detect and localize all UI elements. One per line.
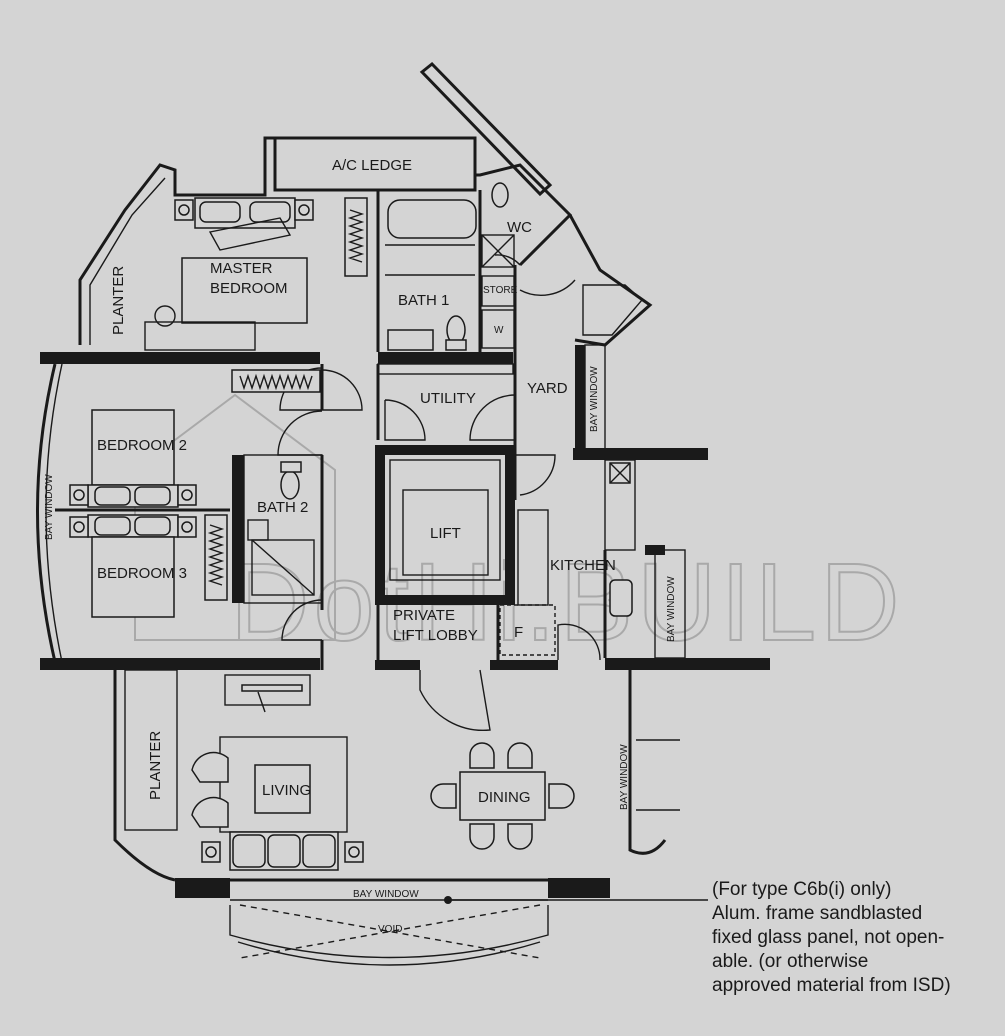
master-wardrobe <box>344 197 368 277</box>
tv-console <box>224 674 311 706</box>
label-bay-window-yard: BAY WINDOW <box>589 366 600 432</box>
kitchen-sink <box>609 579 633 617</box>
label-bath2: BATH 2 <box>257 499 308 516</box>
label-private-lift-lobby-1: PRIVATE <box>393 607 455 624</box>
bathtub <box>387 199 477 239</box>
label-planter-top: PLANTER <box>110 266 127 335</box>
label-store: STORE <box>483 285 518 296</box>
doors <box>277 254 601 732</box>
room-labels: A/C LEDGE WC MASTER BEDROOM BATH 1 STORE… <box>44 157 677 935</box>
corridor-wardrobe <box>231 369 321 393</box>
label-planter-bottom: PLANTER <box>147 731 164 800</box>
bedroom3-bed <box>69 514 197 618</box>
note-line-3: fixed glass panel, not open- <box>712 927 945 948</box>
label-bay-window-left: BAY WINDOW <box>44 474 55 540</box>
toilet-wc <box>491 182 509 208</box>
label-ac-ledge: A/C LEDGE <box>332 157 412 174</box>
outer-walls <box>36 61 770 966</box>
label-bedroom2: BEDROOM 2 <box>97 437 187 454</box>
label-private-lift-lobby-2: LIFT LOBBY <box>393 627 478 644</box>
label-bay-window-kitchen: BAY WINDOW <box>666 576 677 642</box>
label-bath1: BATH 1 <box>398 292 449 309</box>
bedroom3-wardrobe <box>204 514 228 601</box>
label-wc: WC <box>507 219 532 236</box>
furniture <box>69 182 633 871</box>
label-master-bedroom-1: MASTER <box>210 260 273 277</box>
glass-panel-note: (For type C6b(i) only) Alum. frame sandb… <box>712 878 1002 998</box>
label-utility: UTILITY <box>420 390 476 407</box>
label-yard: YARD <box>527 380 568 397</box>
bedroom2-bed <box>69 409 197 508</box>
master-bed <box>144 197 314 351</box>
label-f: F <box>514 624 523 641</box>
label-lift: LIFT <box>430 525 461 542</box>
toilet-bath2 <box>280 470 300 500</box>
note-line-4: able. (or otherwise <box>712 951 869 972</box>
label-bay-window-bottom: BAY WINDOW <box>353 889 419 900</box>
dining-set <box>430 742 575 850</box>
note-line-1: (For type C6b(i) only) <box>712 879 892 900</box>
living-set <box>191 736 364 871</box>
label-dining: DINING <box>478 789 531 806</box>
label-kitchen: KITCHEN <box>550 557 616 574</box>
label-master-bedroom-2: BEDROOM <box>210 280 288 297</box>
label-living: LIVING <box>262 782 311 799</box>
note-line-2: Alum. frame sandblasted <box>712 903 923 924</box>
label-bedroom3: BEDROOM 3 <box>97 565 187 582</box>
label-w: W <box>494 325 504 336</box>
watermark: DotHi.BUILD <box>134 393 904 665</box>
note-line-5: approved material from ISD) <box>712 975 951 996</box>
interior-walls <box>55 190 636 670</box>
watermark-text: DotHi.BUILD <box>230 541 904 664</box>
label-bay-window-dining: BAY WINDOW <box>619 744 630 810</box>
label-void: VOID <box>378 924 402 935</box>
